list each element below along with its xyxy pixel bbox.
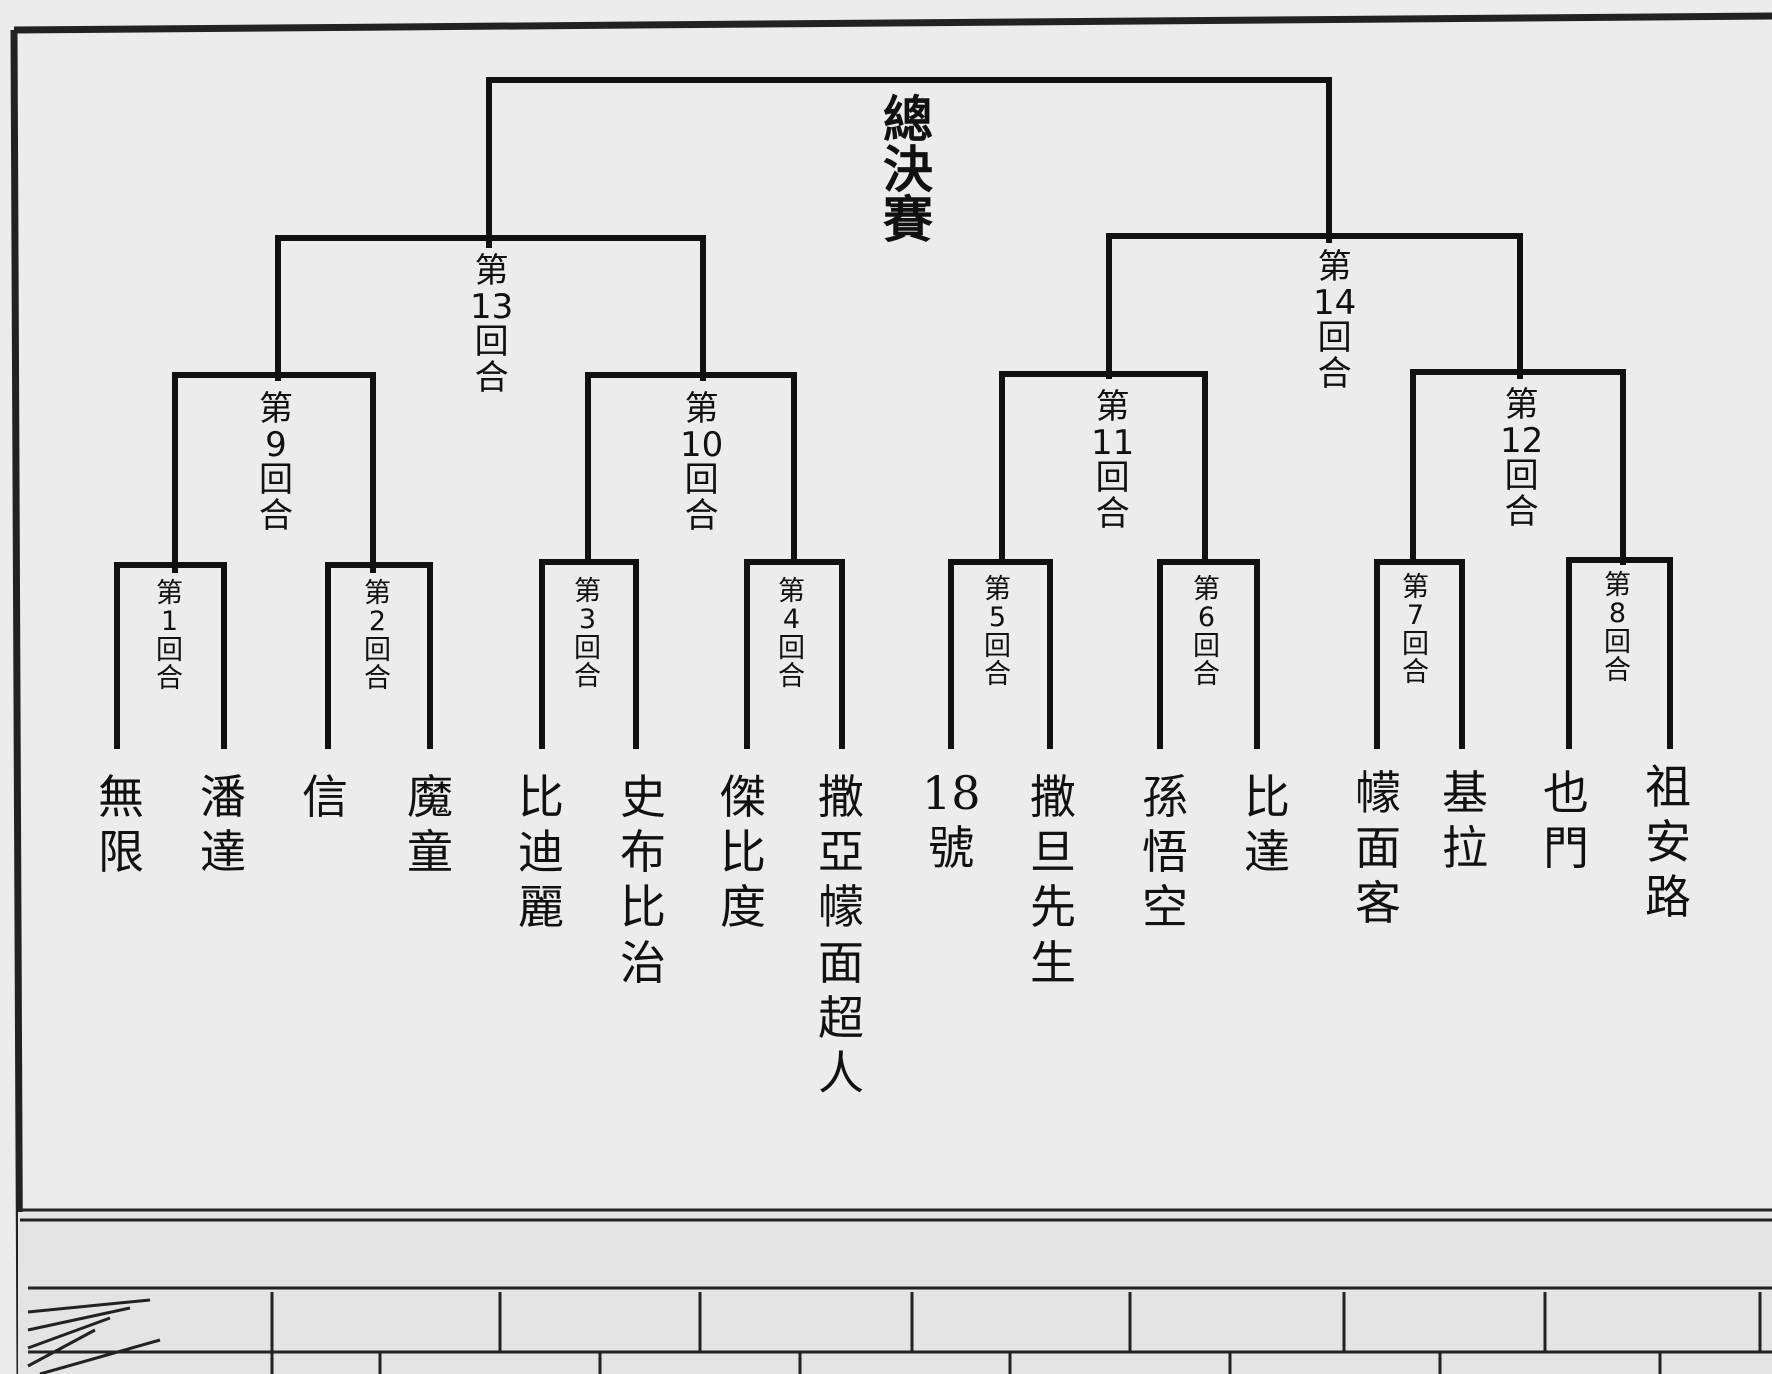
competitor-12: 比 達 [1244,770,1290,880]
round-label-7: 第 7 回 合 [1402,572,1429,689]
competitor-5: 比 迪 麗 [518,770,564,935]
competitor-3: 信 [302,770,348,824]
round-label-5: 第 5 回 合 [984,574,1011,691]
competitor-8: 撒 亞 幪 面 超 人 [818,770,864,1100]
board-top-edge [13,12,1772,34]
competitor-2: 潘 達 [200,770,246,880]
competitor-11: 孫 悟 空 [1142,770,1188,935]
round-label-1: 第 1 回 合 [156,578,183,695]
bracket-r6 [1157,559,1260,749]
competitor-9: 18 號 [922,766,981,876]
final-label: 總決賽 [875,93,934,243]
round-label-2: 第 2 回 合 [364,578,391,695]
hatch-shading [27,1298,161,1374]
bracket-r4 [744,559,845,749]
competitor-10: 撒 旦 先 生 [1030,770,1076,990]
final-label-text: 總決賽 [875,93,934,243]
round-label-14: 第 14 回 合 [1313,247,1357,395]
competitor-4: 魔 童 [407,770,453,880]
bracket-r8 [1566,557,1673,749]
round-label-3: 第 3 回 合 [574,576,601,693]
bracket-r2 [325,562,433,749]
bracket-r1 [114,562,227,749]
round-label-10: 第 10 回 合 [680,389,724,537]
board-left-edge [10,29,24,1374]
competitor-13: 幪 面 客 [1355,766,1401,931]
bracket-r5 [948,559,1053,749]
round-label-8: 第 8 回 合 [1604,570,1631,687]
bracket-r7 [1374,559,1465,749]
bracket-r11 [999,371,1208,565]
round-label-11: 第 11 回 合 [1091,387,1135,535]
competitor-15: 也 門 [1543,766,1589,876]
bracket-r12 [1410,369,1626,565]
competitor-7: 傑 比 度 [720,770,766,935]
bracket-r9 [172,372,376,573]
competitor-14: 基 拉 [1442,766,1488,876]
final-bracket [486,77,1332,248]
round-label-4: 第 4 回 合 [778,576,805,693]
bracket-r14 [1106,233,1523,379]
bracket-r3 [539,559,639,749]
wall-area [18,1212,1772,1374]
competitor-1: 無 限 [98,770,144,880]
round-label-12: 第 12 回 合 [1500,385,1544,533]
competitor-16: 祖 安 路 [1645,760,1691,925]
brick-pattern [28,1292,1772,1374]
round-label-6: 第 6 回 合 [1193,574,1220,691]
bracket-r10 [585,372,797,565]
competitor-6: 史 布 比 治 [620,770,666,990]
board-bottom-rail [20,1208,1772,1222]
bracket-r13 [275,235,706,381]
round-label-13: 第 13 回 合 [470,251,514,399]
round-label-9: 第 9 回 合 [259,389,293,537]
